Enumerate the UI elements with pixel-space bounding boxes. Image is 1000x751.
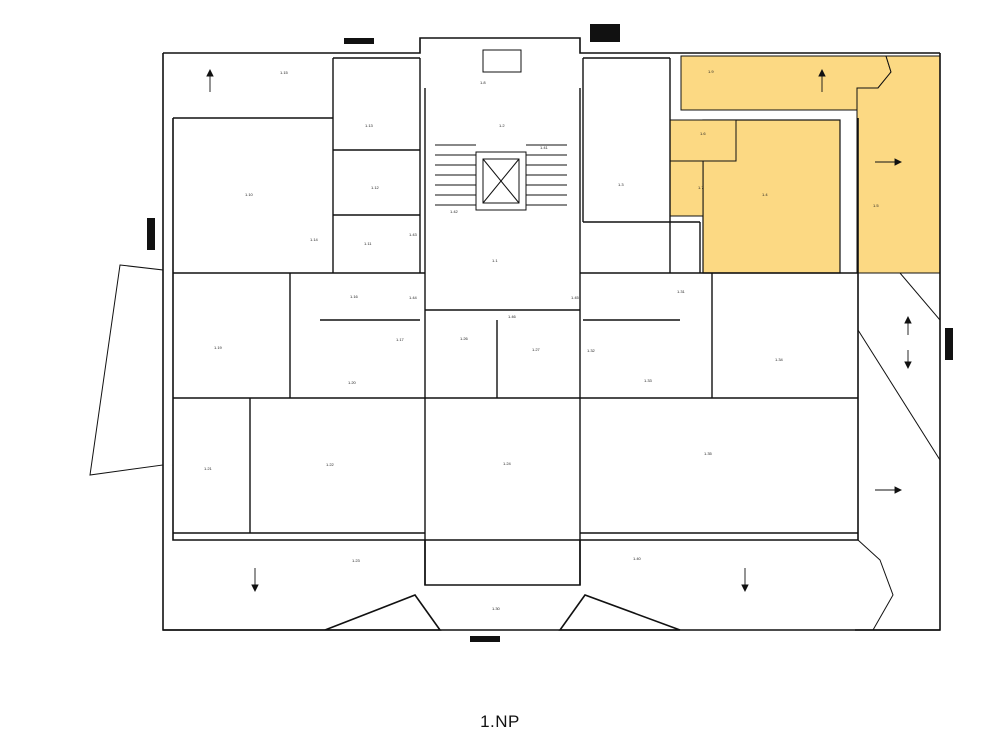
room-label: 1.12 <box>371 185 380 190</box>
outer-walls <box>162 37 941 631</box>
room-label: 1.23 <box>352 558 361 563</box>
room-label: 1.5 <box>873 203 879 208</box>
room-label: 1.13 <box>365 123 374 128</box>
room-label: 1.8 <box>480 80 486 85</box>
arrows <box>206 68 912 593</box>
room-label: 1.33 <box>644 378 653 383</box>
highlight-bathroom <box>669 119 737 162</box>
room-label: 1.1 <box>492 258 498 263</box>
highlighted-unit <box>669 55 941 274</box>
floor-label: 1.NP <box>480 712 520 731</box>
room-label: 1.24 <box>503 461 512 466</box>
room-label: 1.7 <box>698 185 704 190</box>
room-label: 1.34 <box>775 357 784 362</box>
room-label: 1.4 <box>762 192 768 197</box>
room-label: 1.45 <box>571 295 580 300</box>
highlight-garden <box>856 55 941 274</box>
room-label: 1.3 <box>618 182 624 187</box>
room-label: 1.21 <box>204 466 213 471</box>
window-markers <box>147 24 953 642</box>
room-label: 1.44 <box>409 295 418 300</box>
room-label: 1.15 <box>280 70 289 75</box>
room-label: 1.9 <box>708 69 714 74</box>
room-label: 1.41 <box>540 145 549 150</box>
room-label: 1.26 <box>460 336 469 341</box>
room-label: 1.32 <box>587 348 596 353</box>
room-label: 1.10 <box>245 192 254 197</box>
room-label: 1.30 <box>492 606 501 611</box>
room-label: 1.17 <box>396 337 405 342</box>
terraces <box>89 264 941 631</box>
room-label: 1.11 <box>364 241 372 246</box>
stair-core <box>435 49 567 211</box>
room-label: 1.42 <box>450 209 459 214</box>
room-label: 1.20 <box>348 380 357 385</box>
room-label: 1.46 <box>508 314 517 319</box>
room-label: 1.2 <box>499 123 505 128</box>
room-label: 1.40 <box>633 556 642 561</box>
room-label: 1.22 <box>326 462 335 467</box>
room-label: 1.31 <box>677 289 686 294</box>
room-label: 1.27 <box>532 347 541 352</box>
room-label: 1.14 <box>310 237 319 242</box>
room-labels: 1.10 1.11 1.12 1.13 1.14 1.15 1.16 1.17 … <box>204 69 879 611</box>
room-label: 1.43 <box>409 232 418 237</box>
room-label: 1.6 <box>700 131 706 136</box>
room-label: 1.16 <box>350 294 359 299</box>
interior-walls <box>173 57 858 585</box>
room-label: 1.19 <box>214 345 223 350</box>
room-label: 1.35 <box>704 451 713 456</box>
